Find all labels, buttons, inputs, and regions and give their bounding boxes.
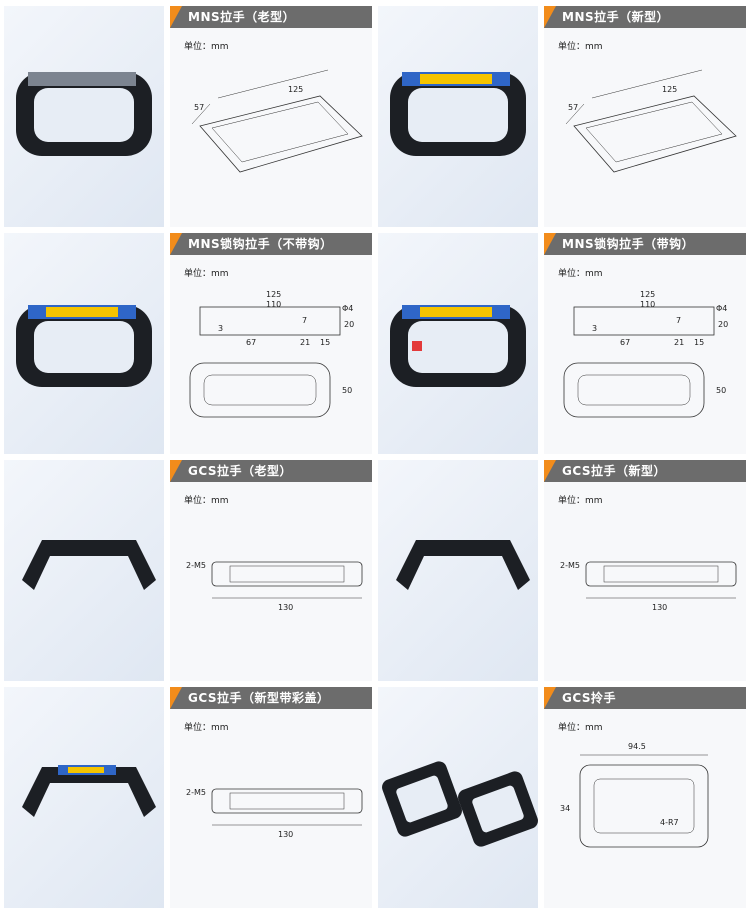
- product-photo: [4, 233, 164, 454]
- unit-label: 单位：mm: [184, 723, 229, 733]
- product-card-mns-lock-hook: MNS锁钩拉手（带钩） 单位：mm 125 110 Φ4 7 20 3 67 2…: [378, 233, 746, 454]
- technical-drawing: 2-M5 130: [178, 508, 374, 676]
- dim-7: 7: [302, 316, 307, 325]
- unit-label: 单位：mm: [184, 42, 229, 52]
- product-title: MNS拉手（老型）: [170, 6, 372, 28]
- dim-50: 50: [342, 386, 352, 395]
- dim-2-m5: 2-M5: [186, 788, 206, 797]
- unit-label: 单位：mm: [558, 42, 603, 52]
- dim-4-r7: 4-R7: [660, 818, 679, 827]
- spec-panel: GCS拉手（新型） 单位：mm 2-M5 130: [544, 460, 746, 681]
- dim-50: 50: [716, 386, 726, 395]
- dim-130: 130: [278, 603, 293, 612]
- dim-57: 57: [194, 103, 204, 112]
- spec-panel: MNS拉手（新型） 单位：mm 57 125: [544, 6, 746, 227]
- dim-125: 125: [266, 290, 281, 299]
- product-card-mns-new: MNS拉手（新型） 单位：mm 57 125: [378, 6, 746, 227]
- spec-panel: MNS拉手（老型） 单位：mm 57 125: [170, 6, 372, 227]
- dim-15: 15: [320, 338, 330, 347]
- product-title: GCS拉手（新型带彩盖）: [170, 687, 372, 709]
- dim-20: 20: [344, 320, 354, 329]
- dim-21: 21: [300, 338, 310, 347]
- dim-125: 125: [662, 85, 677, 94]
- dim-94-5: 94.5: [628, 742, 646, 751]
- technical-drawing: 125 110 Φ4 7 20 3 67 21 15 50: [178, 281, 374, 449]
- technical-drawing: 57 125: [178, 54, 374, 222]
- dim-3: 3: [592, 324, 597, 333]
- product-photo: [378, 233, 538, 454]
- dim-110: 110: [640, 300, 655, 309]
- dim-20: 20: [718, 320, 728, 329]
- dim-2-m5: 2-M5: [560, 561, 580, 570]
- dim-130: 130: [278, 830, 293, 839]
- product-photo: [4, 687, 164, 908]
- product-photo: [378, 6, 538, 227]
- technical-drawing: 57 125: [552, 54, 748, 222]
- technical-drawing: 94.5 34 4-R7: [552, 735, 748, 903]
- product-card-gcs-carry-handle: GCS拎手 单位：mm 94.5 34 4-R7: [378, 687, 746, 908]
- spec-panel: GCS拉手（老型） 单位：mm 2-M5 130: [170, 460, 372, 681]
- product-card-gcs-old: GCS拉手（老型） 单位：mm 2-M5 130: [4, 460, 372, 681]
- unit-label: 单位：mm: [558, 723, 603, 733]
- product-title: MNS拉手（新型）: [544, 6, 746, 28]
- product-card-mns-old: MNS拉手（老型） 单位：mm 57 125: [4, 6, 372, 227]
- dim-phi4: Φ4: [342, 304, 353, 313]
- unit-label: 单位：mm: [558, 269, 603, 279]
- technical-drawing: 125 110 Φ4 7 20 3 67 21 15 50: [552, 281, 748, 449]
- product-photo: [4, 6, 164, 227]
- technical-drawing: 2-M5 130: [552, 508, 748, 676]
- product-title: MNS锁钩拉手（带钩）: [544, 233, 746, 255]
- dim-7: 7: [676, 316, 681, 325]
- dim-110: 110: [266, 300, 281, 309]
- dim-125: 125: [288, 85, 303, 94]
- spec-panel: GCS拉手（新型带彩盖） 单位：mm 2-M5 130: [170, 687, 372, 908]
- dim-2-m5: 2-M5: [186, 561, 206, 570]
- spec-panel: MNS锁钩拉手（不带钩） 单位：mm 125 110 Φ4 7 20 3 67 …: [170, 233, 372, 454]
- dim-3: 3: [218, 324, 223, 333]
- product-photo: [4, 460, 164, 681]
- unit-label: 单位：mm: [558, 496, 603, 506]
- unit-label: 单位：mm: [184, 269, 229, 279]
- dim-67: 67: [620, 338, 630, 347]
- spec-panel: MNS锁钩拉手（带钩） 单位：mm 125 110 Φ4 7 20 3 67 2…: [544, 233, 746, 454]
- dim-67: 67: [246, 338, 256, 347]
- product-photo: [378, 460, 538, 681]
- product-title: GCS拉手（老型）: [170, 460, 372, 482]
- product-card-gcs-new: GCS拉手（新型） 单位：mm 2-M5 130: [378, 460, 746, 681]
- product-title: MNS锁钩拉手（不带钩）: [170, 233, 372, 255]
- dim-130: 130: [652, 603, 667, 612]
- spec-panel: GCS拎手 单位：mm 94.5 34 4-R7: [544, 687, 746, 908]
- product-card-gcs-colored-cap: GCS拉手（新型带彩盖） 单位：mm 2-M5 130: [4, 687, 372, 908]
- unit-label: 单位：mm: [184, 496, 229, 506]
- dim-21: 21: [674, 338, 684, 347]
- technical-drawing: 2-M5 130: [178, 735, 374, 903]
- dim-34: 34: [560, 804, 570, 813]
- dim-15: 15: [694, 338, 704, 347]
- product-title: GCS拎手: [544, 687, 746, 709]
- product-title: GCS拉手（新型）: [544, 460, 746, 482]
- dim-phi4: Φ4: [716, 304, 727, 313]
- product-card-mns-lock-no-hook: MNS锁钩拉手（不带钩） 单位：mm 125 110 Φ4 7 20 3 67 …: [4, 233, 372, 454]
- dim-125: 125: [640, 290, 655, 299]
- product-photo: [378, 687, 538, 908]
- dim-57: 57: [568, 103, 578, 112]
